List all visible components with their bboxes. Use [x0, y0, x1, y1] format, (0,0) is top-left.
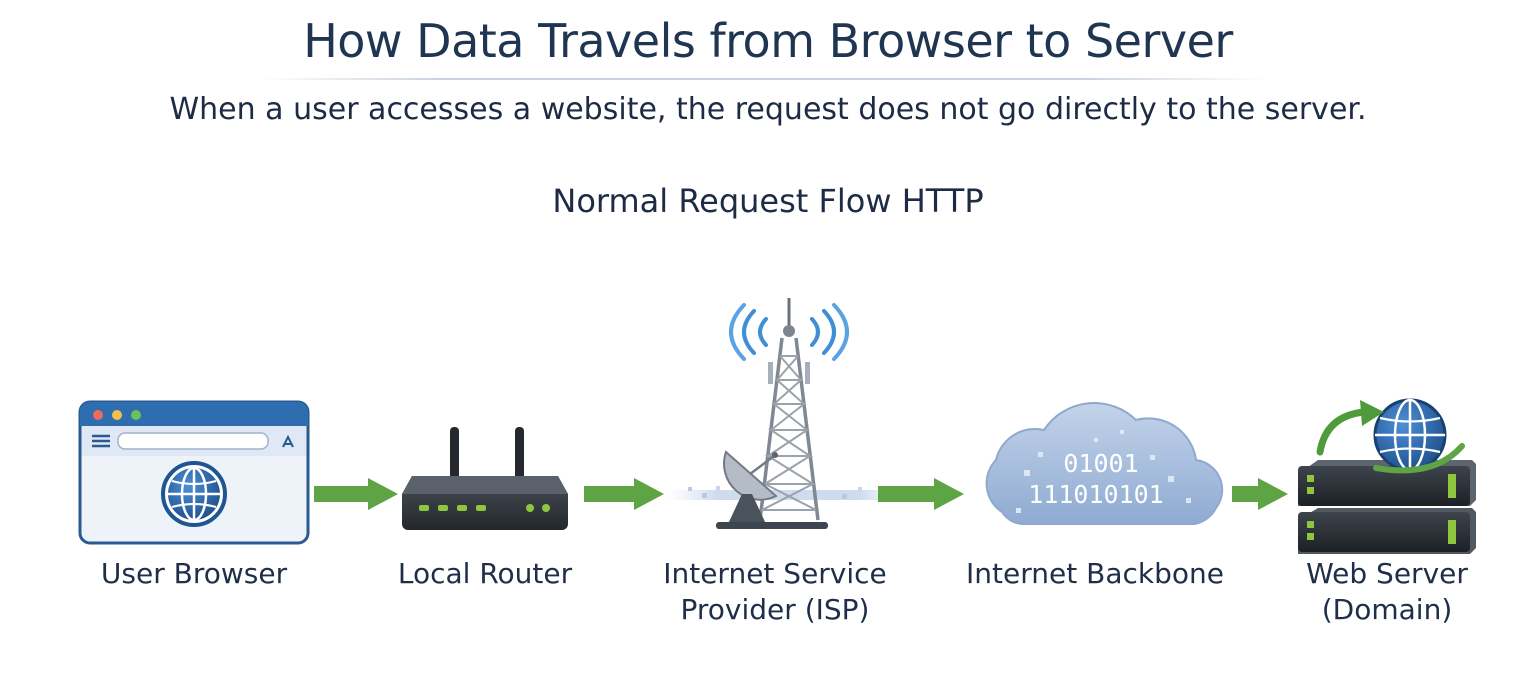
browser-window-icon — [78, 400, 310, 545]
flow-arrow-3 — [878, 478, 964, 510]
stage-label-web-server: Web Server (Domain) — [1272, 556, 1502, 628]
cloud-icon: 01001 111010101 — [985, 402, 1224, 526]
cloud-bits-line2: 111010101 — [1028, 480, 1163, 509]
router-icon — [402, 427, 568, 530]
data-stream — [668, 486, 908, 500]
stage-label-web-server-line1: Web Server — [1306, 557, 1468, 590]
page-subtitle: When a user accesses a website, the requ… — [169, 92, 1367, 127]
refresh-arrow-icon — [1316, 400, 1465, 474]
server-stack-icon — [1298, 398, 1476, 554]
globe-icon — [161, 461, 227, 527]
stage-label-isp-line2: Provider (ISP) — [680, 593, 870, 626]
stage-label-user-browser: User Browser — [100, 557, 288, 590]
stage-label-local-router: Local Router — [397, 557, 573, 590]
flow-arrow-4 — [1232, 478, 1288, 510]
flow-title: Normal Request Flow HTTP — [552, 182, 984, 220]
server-globe-icon — [1373, 398, 1447, 472]
stage-label-isp: Internet Service Provider (ISP) — [640, 556, 910, 628]
page-title: How Data Travels from Browser to Server — [303, 14, 1233, 68]
stage-label-isp-line1: Internet Service — [663, 557, 887, 590]
flow-arrow-1 — [314, 478, 398, 510]
title-divider — [258, 78, 1268, 80]
stage-label-internet-backbone: Internet Backbone — [966, 557, 1224, 590]
cloud-bits-line1: 01001 — [1063, 449, 1138, 478]
cell-tower-icon — [716, 298, 849, 529]
flow-arrow-2 — [584, 478, 664, 510]
satellite-dish-icon — [723, 450, 778, 524]
stage-label-web-server-line2: (Domain) — [1321, 593, 1453, 626]
